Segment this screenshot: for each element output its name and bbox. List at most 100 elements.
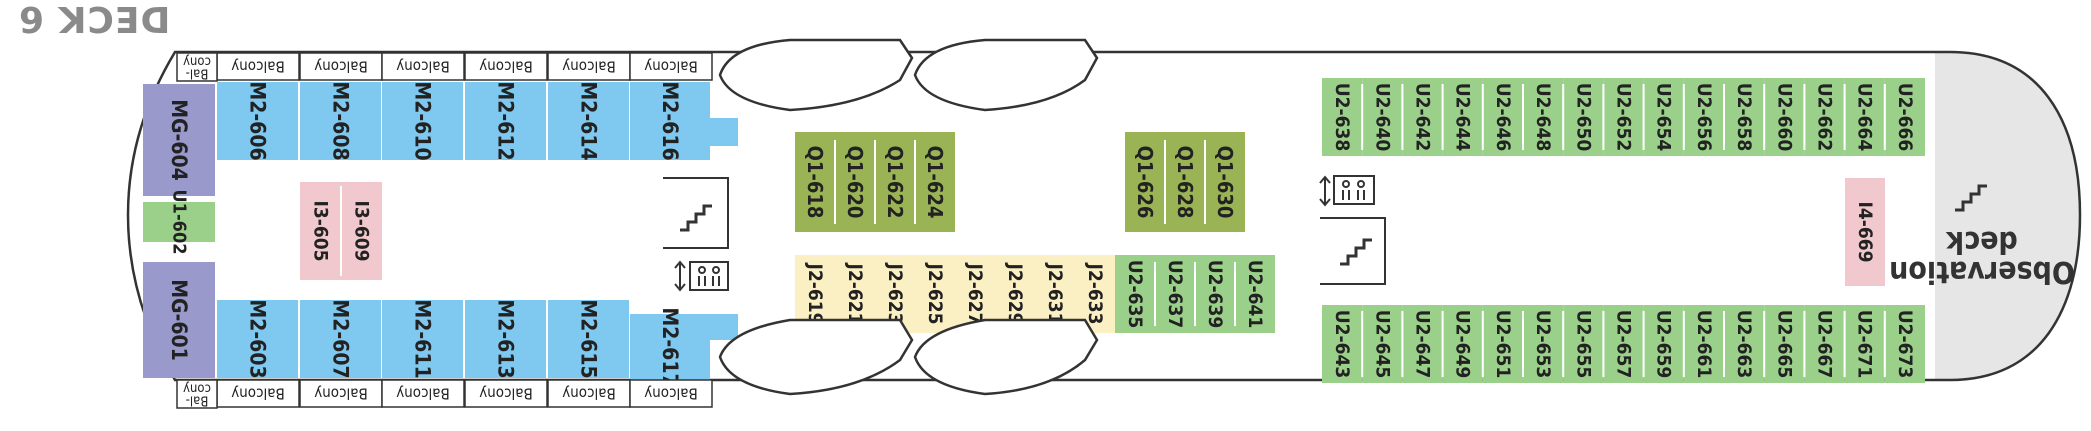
cabin-i[interactable]: I3-605 [300, 182, 341, 280]
cabin-number: Q1-624 [923, 146, 947, 219]
cabin-i[interactable]: I3-609 [341, 182, 382, 280]
cabin-u2[interactable]: U2-648 [1523, 78, 1564, 156]
cabin-number: Q1-630 [1213, 146, 1237, 219]
stairs-icon [663, 177, 729, 249]
cabin-i[interactable]: I4-669 [1845, 178, 1885, 286]
cabin-u2[interactable]: U2-660 [1764, 78, 1805, 156]
balcony-label: Balcony [547, 52, 631, 81]
balcony-label: Balcony [299, 379, 383, 408]
cabin-u2[interactable]: U2-640 [1362, 78, 1403, 156]
svg-text:Balcony: Balcony [562, 58, 616, 76]
cabin-number: M2-617 [658, 307, 682, 386]
cabin-u2[interactable]: U2-641 [1235, 255, 1275, 333]
cabin-m2[interactable]: M2-607 [300, 299, 381, 379]
svg-text:Balcony: Balcony [231, 58, 285, 76]
cabin-u2[interactable]: U2-656 [1683, 78, 1724, 156]
cabin-u2[interactable]: U2-639 [1195, 255, 1235, 333]
cabin-u2[interactable]: U2-638 [1322, 78, 1363, 156]
cabin-m2[interactable]: M2-614 [548, 81, 629, 161]
svg-text:Balcony: Balcony [644, 385, 698, 403]
svg-text:Balcony: Balcony [479, 385, 533, 403]
cabin-number: Q1-620 [843, 146, 867, 219]
cabin-number: U2-660 [1773, 83, 1795, 152]
svg-text:Balcony: Balcony [562, 385, 616, 403]
cabin-u2[interactable]: U2-662 [1804, 78, 1845, 156]
cabin-u2[interactable]: U2-642 [1402, 78, 1443, 156]
cabin-u2[interactable]: U2-646 [1482, 78, 1523, 156]
cabin-u2[interactable]: U2-671 [1844, 305, 1885, 383]
cabin-u2[interactable]: U2-647 [1402, 305, 1443, 383]
cabin-m2[interactable]: M2-617 [630, 307, 710, 387]
cabin-number: J2-621 [844, 262, 866, 324]
cabin-u2[interactable]: U2-651 [1482, 305, 1523, 383]
cabin-m2[interactable]: M2-613 [465, 299, 546, 379]
cabin-u2[interactable]: U2-661 [1683, 305, 1724, 383]
cabin-number: M2-611 [411, 299, 435, 378]
cabin-u1[interactable]: U1-602 [143, 190, 215, 255]
cabin-number: Q1-618 [803, 146, 827, 219]
balcony-label: Balcony [381, 379, 465, 408]
cabin-u2[interactable]: U2-667 [1804, 305, 1845, 383]
cabin-j[interactable]: J2-633 [1075, 255, 1115, 333]
cabin-u2[interactable]: U2-652 [1603, 78, 1644, 156]
cabin-q[interactable]: Q1-620 [835, 132, 875, 232]
balcony-label: Balcony [629, 52, 713, 81]
cabin-mg[interactable]: MG-601 [143, 262, 215, 378]
cabin-j[interactable]: J2-625 [915, 255, 955, 333]
cabin-u2[interactable]: U2-663 [1724, 305, 1765, 383]
cabin-m2[interactable]: M2-606 [217, 81, 298, 161]
cabin-q[interactable]: Q1-626 [1125, 132, 1165, 232]
elevator-icon [674, 260, 729, 292]
cabin-number: U2-665 [1773, 310, 1795, 379]
cabin-q[interactable]: Q1-624 [915, 132, 955, 232]
svg-text:Bal-: Bal- [186, 393, 209, 408]
svg-text:cony: cony [183, 54, 211, 69]
cabin-u2[interactable]: U2-659 [1643, 305, 1684, 383]
cabin-q[interactable]: Q1-630 [1205, 132, 1245, 232]
cabin-u2[interactable]: U2-650 [1563, 78, 1604, 156]
cabin-number: U2-663 [1733, 310, 1755, 379]
cabin-m2[interactable]: M2-608 [300, 81, 381, 161]
cabin-number: J2-625 [924, 262, 946, 324]
cabin-number: J2-627 [964, 262, 986, 324]
elevator-icon [1319, 175, 1375, 207]
cabin-m2[interactable]: M2-615 [548, 299, 629, 379]
cabin-u2[interactable]: U2-664 [1844, 78, 1885, 156]
cabin-m2[interactable]: M2-616 [630, 81, 710, 161]
cabin-mg[interactable]: MG-604 [143, 84, 215, 196]
cabin-number: U2-641 [1244, 260, 1266, 329]
cabin-u2[interactable]: U2-649 [1442, 305, 1483, 383]
cabin-number: U2-650 [1572, 83, 1594, 152]
cabin-u2[interactable]: U2-645 [1362, 305, 1403, 383]
svg-text:Balcony: Balcony [396, 385, 450, 403]
cabin-u2[interactable]: U2-658 [1724, 78, 1765, 156]
cabin-number: M2-613 [494, 299, 518, 378]
balcony-label: Balcony [464, 379, 548, 408]
cabin-u2[interactable]: U2-666 [1884, 78, 1925, 156]
cabin-number: U2-645 [1371, 310, 1393, 379]
cabin-m2[interactable]: M2-610 [382, 81, 463, 161]
cabin-u2[interactable]: U2-655 [1563, 305, 1604, 383]
cabin-u2[interactable]: U2-657 [1603, 305, 1644, 383]
cabin-number: I3-605 [310, 200, 332, 261]
svg-text:Balcony: Balcony [231, 385, 285, 403]
cabin-number: I3-609 [351, 200, 373, 261]
cabin-u2[interactable]: U2-637 [1155, 255, 1195, 333]
cabin-number: U2-638 [1331, 83, 1353, 152]
cabin-u2[interactable]: U2-673 [1884, 305, 1925, 383]
cabin-m2[interactable]: M2-611 [382, 299, 463, 379]
cabin-u2[interactable]: U2-653 [1523, 305, 1564, 383]
cabin-q[interactable]: Q1-618 [795, 132, 835, 232]
cabin-q[interactable]: Q1-622 [875, 132, 915, 232]
svg-text:Balcony: Balcony [396, 58, 450, 76]
cabin-u2[interactable]: U2-643 [1322, 305, 1363, 383]
cabin-u2[interactable]: U2-654 [1643, 78, 1684, 156]
cabin-m2[interactable]: M2-603 [217, 299, 298, 379]
cabin-m2[interactable]: M2-612 [465, 81, 546, 161]
cabin-u2[interactable]: U2-635 [1115, 255, 1155, 333]
cabin-u2[interactable]: U2-665 [1764, 305, 1805, 383]
cabin-number: U2-655 [1572, 310, 1594, 379]
cabin-q[interactable]: Q1-628 [1165, 132, 1205, 232]
cabin-u2[interactable]: U2-644 [1442, 78, 1483, 156]
